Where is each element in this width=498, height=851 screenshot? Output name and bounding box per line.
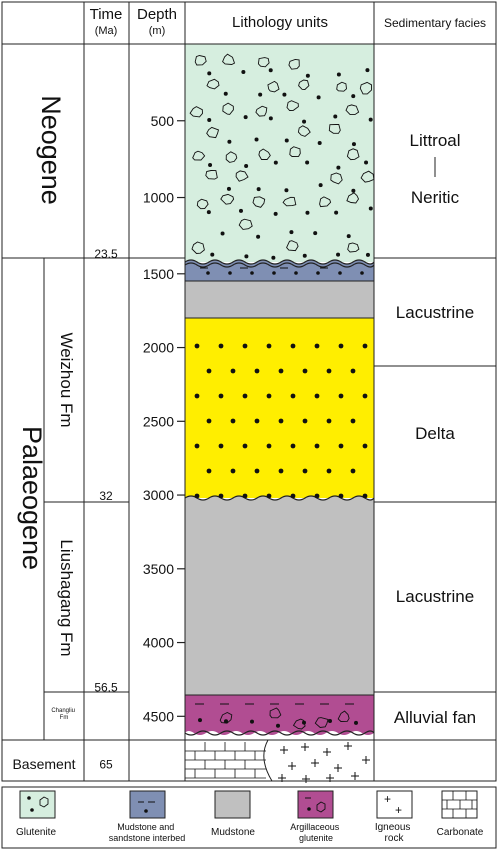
- legend-label: Mudstone and sandstone interbed: [109, 822, 186, 843]
- lithology-unit-sandstone: [185, 318, 374, 498]
- legend-item-interbed: Mudstone and sandstone interbed: [109, 790, 186, 843]
- contact-line: [263, 739, 273, 782]
- legend-label: Argillaceous glutenite: [290, 822, 342, 843]
- header-lithology: Lithology units: [232, 14, 328, 31]
- interbed-swatch-icon: [129, 790, 166, 819]
- unconformity-line: [184, 259, 375, 265]
- facies-lacustrine-upper: Lacustrine: [396, 303, 474, 322]
- facies-littoral: Littroal: [409, 131, 460, 150]
- header-depth: Depth: [137, 6, 177, 23]
- header-time-unit: (Ma): [95, 25, 118, 37]
- lithology-unit-argillaceous-glutenite: [185, 695, 374, 735]
- argillaceous-glutenite-swatch-icon: [297, 790, 334, 819]
- header-facies: Sedimentary facies: [384, 16, 486, 30]
- lithology-column: [184, 44, 375, 783]
- period-palaeogene: Palaeogene: [17, 426, 47, 570]
- legend-item-glutenite: Glutenite: [16, 790, 56, 838]
- legend-label: Glutenite: [16, 827, 56, 838]
- header-depth-unit: (m): [149, 25, 166, 37]
- depth-tick-label: 4000: [143, 635, 174, 651]
- time-label: 56.5: [94, 681, 118, 695]
- time-label: 23.5: [94, 247, 118, 261]
- depth-tick-label: 3500: [143, 561, 174, 577]
- legend-item-carbonate: Carbonate: [437, 790, 484, 838]
- interbed-pattern: [200, 267, 364, 275]
- lithology-unit-glutenite: [185, 44, 374, 262]
- lithology-unit-mudstone-upper: [185, 281, 374, 318]
- igneous-rock-swatch-icon: [376, 790, 413, 819]
- carbonate-swatch-icon: [441, 790, 478, 819]
- facies-neritic: Neritic: [411, 188, 460, 207]
- time-label: 65: [99, 757, 113, 771]
- legend-label: Igneous rock: [375, 822, 413, 844]
- glutenite-pattern: [189, 53, 374, 260]
- period-neogene: Neogene: [36, 95, 66, 205]
- svg-text:+: +: [395, 803, 402, 817]
- time-labels: 23.5 32 56.5 65: [94, 247, 118, 771]
- sandstone-pattern: [194, 343, 368, 499]
- depth-tick-label: 2500: [143, 413, 174, 429]
- carbonate-pattern: [185, 742, 266, 779]
- legend: Glutenite Mudstone and sandstone interbe…: [1, 786, 497, 849]
- facies-column: Littroal Neritic Lacustrine Delta Lacust…: [394, 131, 476, 727]
- depth-axis: 500 1000 1500 2000 2500 3000 3500 4000 4500: [143, 113, 185, 724]
- unconformity-line: [184, 262, 375, 268]
- table-grid: [1, 1, 497, 782]
- depth-tick-label: 2000: [143, 340, 174, 356]
- legend-frame: [1, 786, 497, 849]
- formation-changliu: Changliu Fm: [51, 708, 76, 721]
- argillaceous-glutenite-pattern: [195, 703, 358, 730]
- depth-tick-label: 1500: [143, 266, 174, 282]
- basement-rocks: [185, 739, 370, 783]
- header-time: Time: [90, 6, 123, 23]
- legend-item-argillaceous-glutenite: Argillaceous glutenite: [290, 790, 342, 843]
- svg-text:+: +: [384, 792, 391, 806]
- time-label: 32: [99, 489, 113, 503]
- glutenite-swatch-icon: [19, 790, 56, 819]
- basement-label: Basement: [12, 756, 75, 772]
- igneous-pattern: [278, 742, 370, 783]
- column-headers: Time (Ma) Depth (m) Lithology units Sedi…: [90, 6, 486, 37]
- legend-label: Mudstone: [211, 827, 255, 838]
- unconformity-line: [184, 495, 375, 501]
- depth-tick-label: 4500: [143, 708, 174, 724]
- formation-liushagang: Liushagang Fm: [57, 539, 76, 656]
- facies-delta: Delta: [415, 424, 455, 443]
- unconformity-line: [184, 730, 375, 736]
- facies-alluvial-fan: Alluvial fan: [394, 708, 476, 727]
- lithology-unit-mudstone-lower: [185, 496, 374, 695]
- facies-lacustrine-lower: Lacustrine: [396, 587, 474, 606]
- depth-tick-label: 500: [151, 113, 175, 129]
- formation-weizhou: Weizhou Fm: [57, 332, 76, 427]
- legend-item-mudstone: Mudstone: [211, 790, 255, 838]
- depth-tick-label: 1000: [143, 190, 174, 206]
- legend-label: Carbonate: [437, 827, 484, 838]
- mudstone-swatch-icon: [214, 790, 251, 819]
- legend-item-igneous-rock: + + Igneous rock: [375, 790, 413, 844]
- depth-tick-label: 3000: [143, 487, 174, 503]
